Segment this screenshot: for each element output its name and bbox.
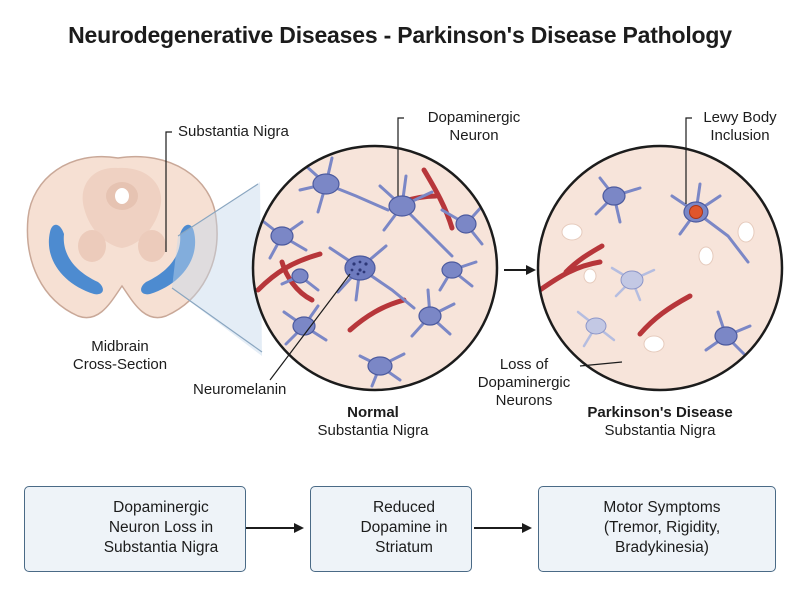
degenerating-neurons bbox=[585, 270, 644, 335]
flow-box-motor-symptoms-text: Motor Symptoms (Tremor, Rigidity, Bradyk… bbox=[603, 499, 721, 556]
page-title: Neurodegenerative Diseases - Parkinson's… bbox=[68, 22, 732, 48]
blood-vessels bbox=[538, 243, 693, 337]
parkinsons-label: Parkinson's Disease Substantia Nigra bbox=[587, 404, 733, 439]
lewy-body-label: Lewy Body Inclusion bbox=[703, 109, 777, 144]
flow-box-neuron-loss-text: Dopaminergic Neuron Loss in Substantia N… bbox=[103, 499, 219, 556]
dendrites bbox=[262, 156, 486, 388]
neuron-loss-label: Loss of Dopaminergic Neurons bbox=[477, 356, 571, 409]
normal-neuron-network bbox=[255, 156, 486, 388]
remaining-dendrites bbox=[594, 176, 752, 356]
normal-circle-outline bbox=[251, 144, 499, 392]
neuromelanin-label: Neuromelanin bbox=[193, 381, 287, 398]
normal-label: Normal Substantia Nigra bbox=[317, 404, 429, 439]
lewy-body bbox=[689, 205, 703, 219]
parkinsons-neuron-network bbox=[538, 176, 755, 356]
neuromelanin-granules bbox=[350, 260, 368, 276]
parkinsons-circle-outline bbox=[536, 144, 784, 392]
substantia-nigra-right bbox=[141, 224, 196, 295]
flow-box-neuron-loss bbox=[24, 486, 246, 572]
callout-lines bbox=[165, 117, 692, 381]
empty-vacuoles bbox=[561, 221, 755, 353]
neuron-cell-bodies bbox=[270, 173, 477, 376]
flow-box-reduced-dopamine bbox=[310, 486, 472, 572]
midbrain-label: Midbrain Cross-Section bbox=[72, 338, 168, 373]
substantia-nigra-left bbox=[48, 224, 103, 295]
flow-box-reduced-dopamine-text: Reduced Dopamine in Striatum bbox=[360, 499, 448, 556]
substantia-nigra-label: Substantia Nigra bbox=[178, 123, 289, 140]
flow-box-motor-symptoms bbox=[538, 486, 776, 572]
dopaminergic-neuron-label: Dopaminergic Neuron bbox=[427, 109, 521, 144]
midbrain-cross-section bbox=[26, 155, 218, 319]
